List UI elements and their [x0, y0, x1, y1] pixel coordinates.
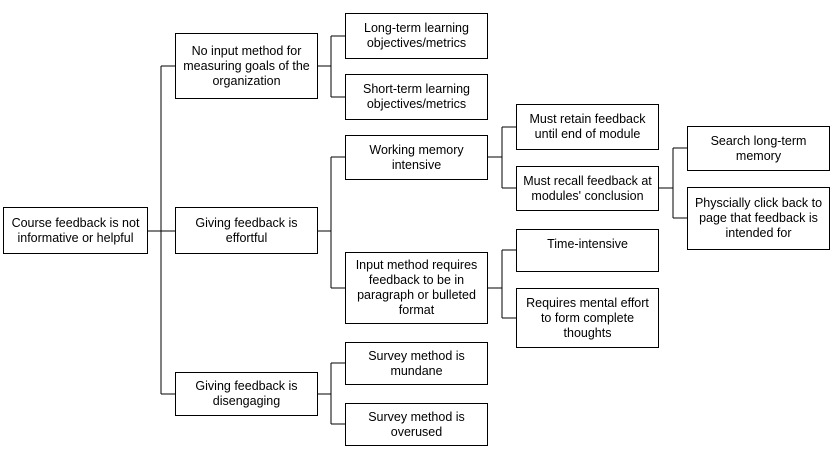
node-survey-overused: Survey method is overused: [345, 403, 488, 446]
node-recall-feedback: Must recall feedback at modules' conclus…: [516, 166, 659, 211]
node-short-term-objectives: Short-term learning objectives/metrics: [345, 74, 488, 120]
node-search-memory: Search long-term memory: [687, 126, 830, 171]
node-no-input-method: No input method for measuring goals of t…: [175, 33, 318, 99]
node-mental-effort: Requires mental effort to form complete …: [516, 288, 659, 348]
node-survey-mundane: Survey method is mundane: [345, 342, 488, 385]
node-click-back: Physcially click back to page that feedb…: [687, 187, 830, 250]
node-disengaging: Giving feedback is disengaging: [175, 372, 318, 416]
node-working-memory: Working memory intensive: [345, 135, 488, 180]
node-effortful: Giving feedback is effortful: [175, 207, 318, 254]
node-course-feedback: Course feedback is not informative or he…: [3, 207, 148, 254]
node-time-intensive: Time-intensive: [516, 229, 659, 272]
node-long-term-objectives: Long-term learning objectives/metrics: [345, 13, 488, 59]
node-input-format: Input method requires feedback to be in …: [345, 252, 488, 324]
node-retain-feedback: Must retain feedback until end of module: [516, 104, 659, 150]
